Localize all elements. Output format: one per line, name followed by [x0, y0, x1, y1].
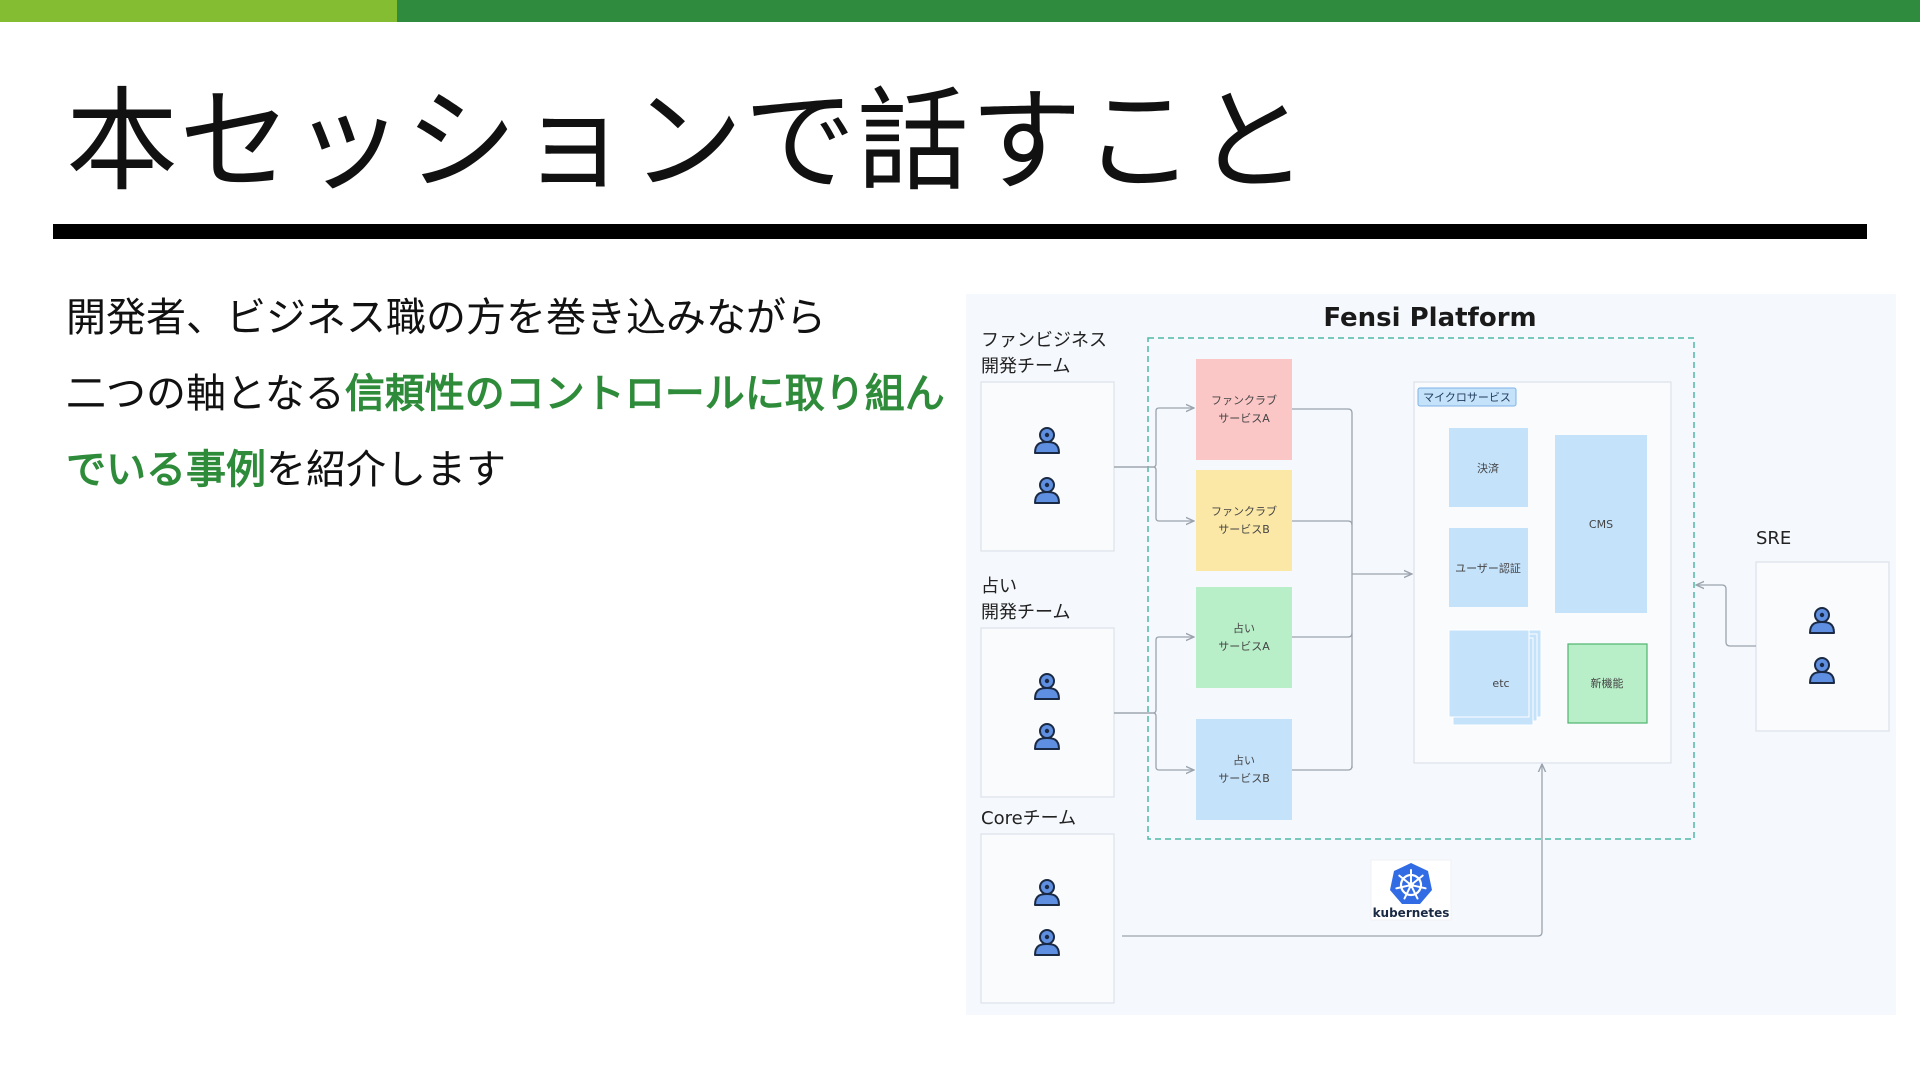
platform-title: Fensi Platform: [1323, 303, 1536, 333]
kubernetes-helm-icon: [1390, 863, 1432, 904]
service-label: サービスB: [1218, 772, 1270, 785]
connector: [1292, 632, 1353, 638]
sre-box: [1755, 561, 1890, 732]
microservices-tag-label: マイクロサービス: [1423, 391, 1511, 404]
body-line-3-suffix: を紹介します: [266, 447, 506, 493]
service-label: ファンクラブ: [1211, 393, 1277, 407]
team-box-fanbiz: [980, 381, 1115, 552]
diagram-canvas: Fensi Platform: [980, 303, 1890, 1004]
connector: [1114, 408, 1194, 468]
service-label: サービスA: [1218, 640, 1270, 653]
top-accent-bar: [0, 0, 1920, 22]
body-line-3: でいる事例を紹介します: [66, 432, 946, 508]
micro-label-new: 新機能: [1591, 676, 1624, 690]
micro-box-etc: [1448, 629, 1530, 718]
service-label: サービスB: [1218, 523, 1270, 536]
connector: [1114, 712, 1194, 770]
connector: [1114, 466, 1194, 521]
architecture-diagram: Fensi Platform: [966, 294, 1896, 1015]
service-label: 占い: [1233, 621, 1255, 635]
micro-box-payment: [1449, 428, 1528, 507]
service-box-fanclub-a: [1196, 359, 1292, 460]
slide-body: 開発者、ビジネス職の方を巻き込みながら 二つの軸となる信頼性のコントロールに取り…: [66, 280, 946, 508]
micro-box-auth: [1449, 528, 1528, 607]
microservices-tag: [1417, 387, 1517, 407]
connector: [1292, 520, 1353, 526]
micro-box-new: [1567, 643, 1648, 724]
connector: [1122, 764, 1542, 937]
service-label: ファンクラブ: [1211, 504, 1277, 518]
body-highlight-1: 信頼性のコントロールに取り組ん: [344, 371, 945, 417]
accent-bar-dark-segment: [397, 0, 1920, 22]
sre-label: SRE: [1756, 528, 1792, 549]
micro-label-cms: CMS: [1589, 518, 1613, 531]
title-divider: [53, 224, 1867, 239]
accent-bar-light-segment: [0, 0, 397, 22]
connector: [1696, 585, 1756, 647]
service-box-uranai-b: [1196, 719, 1292, 820]
service-box-uranai-a: [1196, 587, 1292, 688]
connector: [1292, 765, 1353, 771]
team-box-uranai: [980, 627, 1115, 798]
slide-title: 本セッションで話すこと: [66, 77, 1309, 207]
service-label: 占い: [1233, 753, 1255, 767]
connector: [1114, 637, 1194, 714]
micro-label-auth: ユーザー認証: [1455, 561, 1521, 575]
team-label-uranai: 占い 開発チーム: [981, 576, 1071, 623]
team-label-fanbiz: ファンビジネス 開発チーム: [981, 330, 1107, 377]
service-box-fanclub-b: [1196, 470, 1292, 571]
team-label-core: Coreチーム: [981, 808, 1077, 829]
body-line-2-prefix: 二つの軸となる: [66, 371, 345, 417]
body-highlight-2: でいる事例: [66, 447, 266, 493]
body-line-1: 開発者、ビジネス職の方を巻き込みながら: [66, 295, 826, 341]
team-box-core: [980, 833, 1115, 1004]
service-label: サービスA: [1218, 412, 1270, 425]
connector: [1292, 408, 1353, 768]
body-line-2: 二つの軸となる信頼性のコントロールに取り組ん: [66, 356, 946, 432]
micro-label-etc: etc: [1492, 677, 1509, 690]
micro-box-cms: [1555, 435, 1647, 613]
micro-label-payment: 決済: [1477, 461, 1499, 475]
platform-boundary: [1147, 337, 1695, 840]
kubernetes-label: kubernetes: [1373, 906, 1450, 920]
